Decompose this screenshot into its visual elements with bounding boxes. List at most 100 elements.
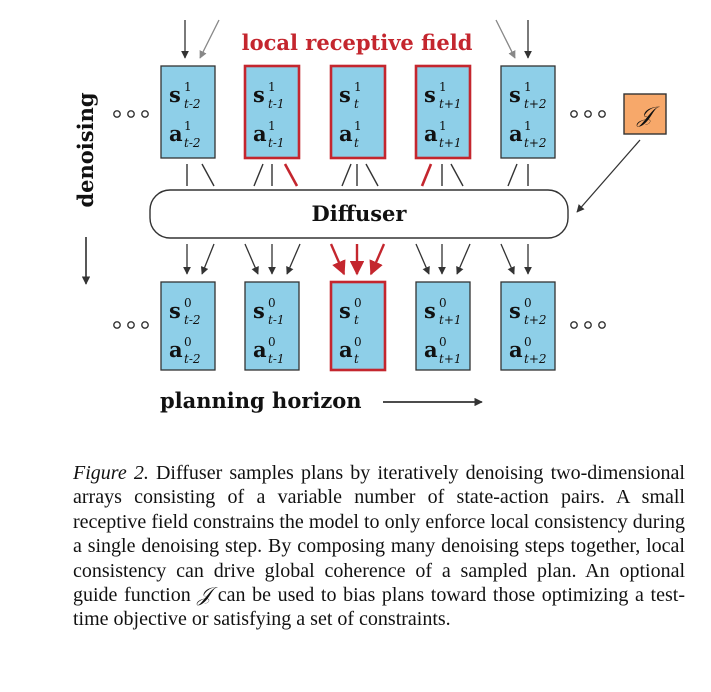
top-action-3-subscript: t+1 [439, 136, 462, 150]
top-connectors [186, 163, 529, 187]
top-action-2-letter: a [339, 121, 353, 146]
top-state-2-subscript: t [354, 97, 359, 111]
guide-function-box [623, 93, 667, 135]
caption-text-part2: can be used to bias plans toward those o… [73, 584, 685, 631]
bottom-state-0-letter: s [169, 298, 181, 323]
top-state-1-letter: s [253, 82, 265, 107]
top-action-1-superscript: 1 [268, 119, 276, 133]
figure-caption: Figure 2. Diffuser samples plans by iter… [73, 461, 685, 632]
bottom-action-1-letter: a [253, 337, 267, 362]
top-cell-box-1 [243, 64, 301, 160]
top-action-2-superscript: 1 [354, 119, 362, 133]
top-cell-box-2 [329, 64, 387, 160]
bottom-action-2-superscript: 0 [354, 335, 362, 349]
top-state-1-subscript: t-1 [268, 97, 285, 111]
denoising-label: denoising [73, 92, 98, 207]
diffuser-label: Diffuser [312, 201, 408, 226]
diffuser-block [149, 189, 569, 239]
bottom-state-0-subscript: t-2 [184, 313, 201, 327]
bottom-action-3-superscript: 0 [439, 335, 447, 349]
top-action-3-letter: a [424, 121, 438, 146]
bottom-state-2-superscript: 0 [354, 296, 362, 310]
top-state-3-subscript: t+1 [439, 97, 462, 111]
bottom-cell-box-2 [329, 280, 387, 372]
bottom-action-4-subscript: t+2 [524, 352, 547, 366]
top-cell-box-4 [500, 65, 556, 159]
top-state-0-subscript: t-2 [184, 97, 201, 111]
bottom-state-1-superscript: 0 [268, 296, 276, 310]
top-action-4-subscript: t+2 [524, 136, 547, 150]
bottom-cell-box-4 [500, 281, 556, 371]
bottom-state-2-subscript: t [354, 313, 359, 327]
guide-arrow [576, 139, 641, 213]
bottom-action-0-superscript: 0 [184, 335, 192, 349]
top-state-4-letter: s [509, 82, 521, 107]
bottom-action-0-subscript: t-2 [184, 352, 201, 366]
bottom-state-1-letter: s [253, 298, 265, 323]
receptive-field-label: local receptive field [242, 30, 473, 55]
caption-text-part1: Diffuser samples plans by iteratively de… [73, 462, 685, 607]
top-state-3-letter: s [424, 82, 436, 107]
incoming-arrows [181, 19, 532, 59]
top-state-4-superscript: 1 [524, 80, 532, 94]
diffuser-figure: local receptive field denoising Diffuser… [73, 19, 667, 413]
bottom-state-4-subscript: t+2 [524, 313, 547, 327]
top-action-3-superscript: 1 [439, 119, 447, 133]
top-action-0-superscript: 1 [184, 119, 192, 133]
top-state-3-superscript: 1 [439, 80, 447, 94]
bottom-arrows [183, 243, 532, 276]
bottom-action-2-letter: a [339, 337, 353, 362]
caption-label: Figure 2. [73, 462, 149, 484]
bottom-action-2-subscript: t [354, 352, 359, 366]
bottom-action-3-letter: a [424, 337, 438, 362]
planning-horizon-label: planning horizon [160, 388, 362, 413]
top-state-4-subscript: t+2 [524, 97, 547, 111]
top-state-2-letter: s [339, 82, 351, 107]
bottom-state-3-letter: s [424, 298, 436, 323]
bottom-state-2-letter: s [339, 298, 351, 323]
top-action-0-subscript: t-2 [184, 136, 201, 150]
top-action-1-letter: a [253, 121, 267, 146]
ellipsis-bottom-left [113, 321, 149, 329]
top-state-0-letter: s [169, 82, 181, 107]
bottom-action-0-letter: a [169, 337, 183, 362]
bottom-action-3-subscript: t+1 [439, 352, 462, 366]
bottom-state-4-superscript: 0 [524, 296, 532, 310]
top-action-4-superscript: 1 [524, 119, 532, 133]
bottom-state-3-subscript: t+1 [439, 313, 462, 327]
bottom-cell-box-3 [415, 281, 471, 371]
bottom-cell-box-0 [160, 281, 216, 371]
bottom-state-3-superscript: 0 [439, 296, 447, 310]
top-action-1-subscript: t-1 [268, 136, 285, 150]
bottom-state-0-superscript: 0 [184, 296, 192, 310]
bottom-cell-box-1 [244, 281, 300, 371]
top-action-2-subscript: t [354, 136, 359, 150]
top-state-1-superscript: 1 [268, 80, 276, 94]
bottom-state-4-letter: s [509, 298, 521, 323]
diffuser-diagram: local receptive field denoising Diffuser… [73, 19, 667, 413]
top-state-0-superscript: 1 [184, 80, 192, 94]
caption-guide-symbol: 𝒥 [197, 584, 212, 607]
top-cell-box-3 [414, 64, 472, 160]
top-action-4-letter: a [509, 121, 523, 146]
top-state-2-superscript: 1 [354, 80, 362, 94]
top-cell-box-0 [160, 65, 216, 159]
top-action-0-letter: a [169, 121, 183, 146]
bottom-action-1-superscript: 0 [268, 335, 276, 349]
bottom-action-4-letter: a [509, 337, 523, 362]
bottom-action-4-superscript: 0 [524, 335, 532, 349]
ellipsis-top-right [570, 110, 606, 118]
ellipsis-bottom-right [570, 321, 606, 329]
